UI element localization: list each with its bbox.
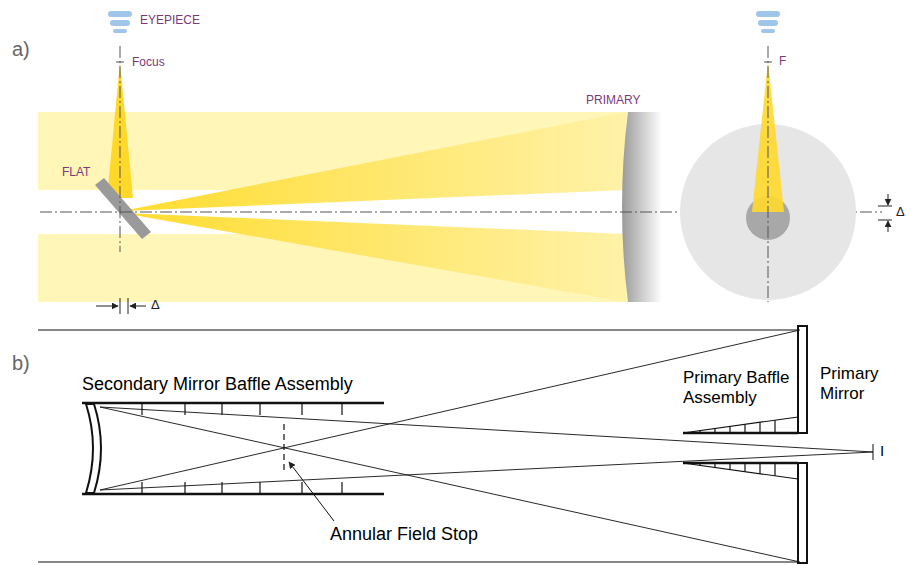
secondary-mirror [86, 404, 101, 493]
primary-mirror [798, 326, 807, 433]
dimension-arrow [130, 306, 146, 307]
dimension-arrow [888, 194, 889, 205]
newtonian-side-view [38, 11, 882, 314]
dimension-tick [878, 206, 892, 207]
cassegrain-baffle-view [38, 326, 873, 563]
dimension-tick [120, 298, 121, 314]
eyepiece-symbol [756, 11, 780, 17]
eyepiece-symbol [108, 11, 132, 17]
part-name: Annular Field Stop [330, 524, 478, 545]
part-name: F [779, 55, 786, 69]
primary-mirror [798, 463, 807, 563]
dimension-tick [878, 220, 892, 221]
reflected-cone [122, 112, 626, 211]
baffle-vanes [700, 420, 775, 476]
eyepiece-symbol [113, 29, 127, 33]
baffle-tube [82, 493, 384, 496]
part-name: Primary Mirror [820, 364, 892, 403]
baffle-profile [683, 417, 798, 433]
panel-letter: b) [12, 352, 30, 375]
field-stop [283, 424, 284, 472]
axis-line [768, 46, 769, 302]
part-name: Primary Baffle Assembly [683, 368, 801, 407]
focus-tick [764, 62, 772, 63]
primary-mirror [622, 112, 662, 302]
part-name: FLAT [62, 166, 90, 180]
part-name: PRIMARY [586, 94, 640, 108]
ray-lines [100, 330, 873, 562]
dimension-arrow [96, 306, 118, 307]
part-name: Focus [132, 56, 165, 70]
baffle-tube [82, 402, 384, 405]
newtonian-front-view [680, 11, 892, 302]
part-name: EYEPIECE [140, 14, 200, 28]
panel-letter: a) [12, 38, 30, 61]
dimension-label: Δ [896, 205, 905, 220]
dimension-tick [128, 298, 129, 314]
dimension-label: Δ [151, 298, 160, 313]
reflected-cone [122, 213, 626, 302]
eyepiece-symbol [110, 20, 130, 26]
part-name: Secondary Mirror Baffle Assembly [82, 374, 353, 395]
image-tick [873, 444, 874, 460]
eyepiece-symbol [761, 29, 775, 33]
image-label: I [880, 442, 884, 459]
tube-outline [38, 330, 800, 331]
tube-outline [38, 562, 800, 563]
baffle-profile [683, 463, 798, 479]
leader-line [289, 462, 334, 521]
dimension-arrow [888, 221, 889, 232]
focus-tick [116, 62, 124, 63]
axis-line [120, 46, 121, 252]
flat-mirror [95, 178, 151, 239]
eyepiece-symbol [758, 20, 778, 26]
baffle-vanes [142, 403, 342, 494]
